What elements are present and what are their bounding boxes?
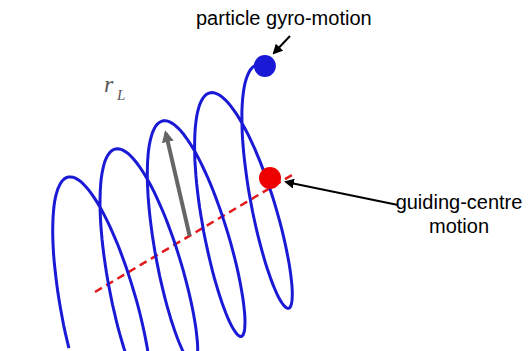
guiding-centre-axis: [95, 175, 292, 292]
gyro-helix: [53, 65, 293, 351]
leader-arrow: [286, 182, 398, 205]
larmor-radius-arrow: [166, 133, 190, 236]
particle-dot: [254, 55, 276, 77]
symbol-subscript: L: [117, 86, 125, 104]
callout-label: guiding-centre motion: [391, 190, 527, 238]
leader-arrow: [274, 36, 290, 53]
symbol-label: r: [104, 70, 113, 99]
callout-label: particle gyro-motion: [196, 6, 372, 30]
guiding-centre-dot: [259, 167, 281, 189]
